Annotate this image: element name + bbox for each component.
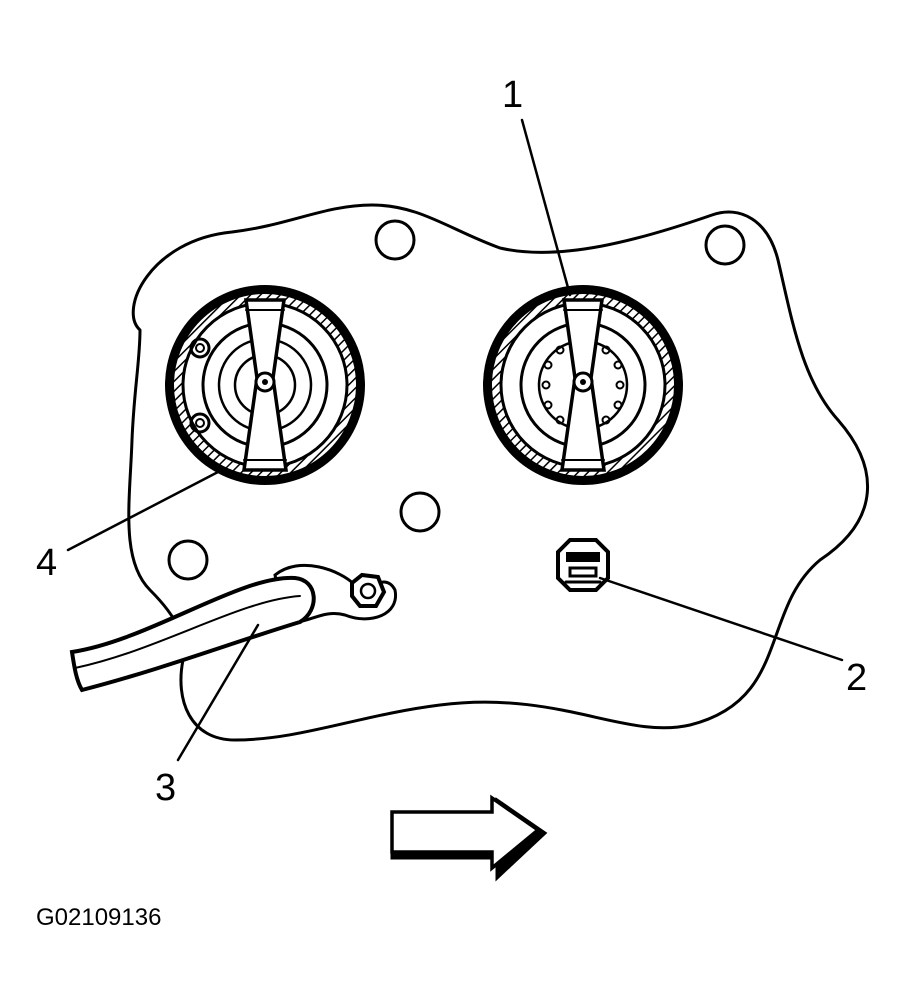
callout-1: 1	[502, 74, 523, 116]
leader-line-2	[598, 576, 844, 662]
mounting-hole	[167, 539, 209, 581]
direction-arrow	[390, 794, 548, 882]
sensor-plug	[556, 538, 610, 592]
leader-line-4	[66, 470, 220, 552]
mounting-hole	[704, 224, 746, 266]
callout-2: 2	[846, 657, 867, 699]
right-camshaft-sprocket	[483, 285, 683, 485]
callout-3: 3	[155, 767, 176, 809]
left-camshaft-sprocket	[165, 285, 365, 485]
leader-line-1	[520, 118, 572, 297]
figure-id: G02109136	[36, 904, 161, 931]
mounting-hole	[399, 491, 441, 533]
mounting-hole	[374, 219, 416, 261]
hose-with-bracket	[69, 564, 397, 693]
callout-4: 4	[36, 542, 57, 584]
leader-line-3	[176, 623, 260, 762]
